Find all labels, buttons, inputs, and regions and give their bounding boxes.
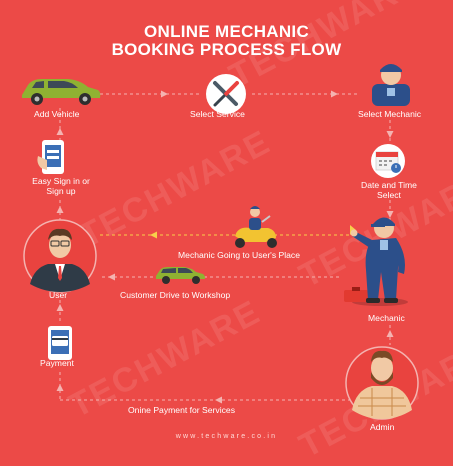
mechanic-figure-icon bbox=[344, 217, 408, 306]
arrowhead-up-icon bbox=[56, 206, 64, 213]
label-date-time-line1: Date and Time bbox=[361, 180, 417, 190]
label-select-service: Select Service bbox=[190, 109, 245, 119]
mechanic-avatar-icon bbox=[372, 64, 410, 106]
label-mechanic-going: Mechanic Going to User's Place bbox=[178, 250, 301, 260]
arrowhead-up-icon bbox=[56, 128, 64, 135]
label-online-payment: Onine Payment for Services bbox=[128, 405, 235, 415]
label-add-vehicle: Add Vehicle bbox=[34, 109, 80, 119]
footer-url: www.techware.co.in bbox=[175, 433, 278, 440]
card-payment-icon bbox=[48, 326, 72, 360]
arrowhead-down-icon bbox=[386, 131, 394, 138]
arrowhead-up-icon bbox=[56, 384, 64, 391]
page-title: ONLINE MECHANIC bbox=[143, 22, 310, 41]
label-date-time: Date and Time Select bbox=[356, 180, 422, 200]
label-sign-in: Easy Sign in or Sign up bbox=[28, 176, 94, 196]
label-sign-in-line2: Sign up bbox=[46, 186, 76, 196]
label-user: User bbox=[49, 290, 68, 300]
arrowhead-right-icon bbox=[161, 90, 168, 98]
arrowhead-left-icon bbox=[150, 231, 157, 239]
label-date-time-line2: Select bbox=[377, 190, 401, 200]
label-select-mechanic: Select Mechanic bbox=[358, 109, 422, 119]
arrowhead-right-icon bbox=[331, 90, 338, 98]
wrench-screwdriver-icon bbox=[206, 74, 246, 114]
arrowhead-down-icon bbox=[386, 211, 394, 218]
arrowhead-up-icon bbox=[56, 304, 64, 311]
arrowhead-left-icon bbox=[215, 396, 222, 404]
page-subtitle: BOOKING PROCESS FLOW bbox=[111, 40, 342, 59]
label-admin: Admin bbox=[370, 422, 395, 432]
businessman-avatar-icon bbox=[23, 219, 97, 293]
label-payment: Payment bbox=[40, 358, 74, 368]
green-car-icon bbox=[22, 79, 101, 105]
mechanic-scooter-icon bbox=[235, 206, 277, 248]
arrowhead-up-icon bbox=[386, 330, 394, 337]
phone-login-icon bbox=[37, 140, 64, 174]
admin-avatar-icon bbox=[345, 346, 419, 420]
green-car-icon bbox=[156, 267, 205, 284]
arrowhead-left-icon bbox=[108, 273, 115, 281]
label-sign-in-line1: Easy Sign in or bbox=[32, 176, 90, 186]
calendar-clock-icon bbox=[371, 144, 405, 178]
infographic: TECHWARE TECHWARE TECHWARE TECHWARE TECH… bbox=[22, 0, 453, 465]
flow-connectors bbox=[22, 64, 419, 420]
label-mechanic: Mechanic bbox=[368, 313, 405, 323]
label-customer-drive: Customer Drive to Workshop bbox=[120, 290, 231, 300]
